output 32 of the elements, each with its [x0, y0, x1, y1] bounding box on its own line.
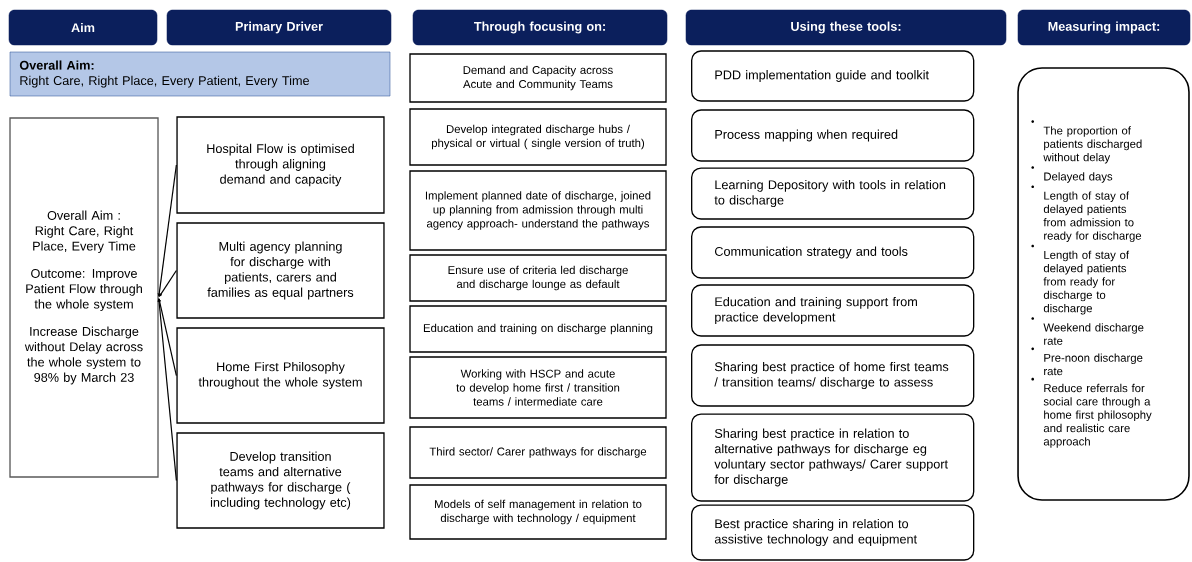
- tool-box: Best practice sharing in relation to assistive technology and equipment: [691, 504, 975, 561]
- arrow: [158, 269, 177, 297]
- tool-box: Process mapping when required: [691, 109, 975, 162]
- header-bar: Measuring impact:: [1017, 9, 1191, 46]
- measures-box: The proportion of patients discharged without delay Delayed days Length of stay of delayed patients from admission to ready for discharge Length of stay of delayed patients from ready for discharge to discharge Weekend discharge rate Pre-noon discharge rate Reduce referrals for social care through a home first philosophy and realistic care approach: [1017, 67, 1190, 501]
- focus-box: Education and training on discharge planning: [409, 305, 667, 353]
- tool-box: Communication strategy and tools: [691, 226, 975, 279]
- driver-box: Develop transition teams and alternative pathways for discharge ( including technology etc): [176, 432, 385, 529]
- arrow: [158, 298, 177, 377]
- aim-banner: Overall Aim: Right Care, Right Place, Every Patient, Every Time: [9, 51, 391, 97]
- header-bar: Aim: [8, 9, 158, 46]
- focus-box: Ensure use of criteria led discharge and discharge lounge as default: [409, 254, 667, 302]
- focus-box: Implement planned date of discharge, joined up planning from admission through multi agency approach- understand the pathways: [409, 170, 667, 251]
- header-bar: Primary Driver: [166, 9, 392, 46]
- tool-box: Learning Depository with tools in relation to discharge: [691, 167, 975, 220]
- header-bar: Using these tools:: [685, 9, 1007, 46]
- focus-box: Models of self management in relation to discharge with technology / equipment: [409, 484, 667, 540]
- header-bar: Through focusing on:: [412, 9, 668, 46]
- driver-box: Multi agency planning for discharge with patients, carers and families as equal partners: [176, 222, 385, 319]
- focus-box: Demand and Capacity across Acute and Community Teams: [409, 53, 667, 103]
- focus-box: Third sector/ Carer pathways for discharge: [409, 426, 667, 479]
- tool-box: Sharing best practice in relation to alternative pathways for discharge eg voluntary sector pathways/ Carer support for discharge: [691, 413, 975, 502]
- arrow: [157, 298, 177, 482]
- tool-box: Education and training support from practice development: [691, 284, 975, 337]
- focus-box: Working with HSCP and acute to develop home first / transition teams / intermediate care: [409, 356, 667, 419]
- focus-box: Develop integrated discharge hubs / physical or virtual ( single version of truth): [409, 108, 667, 166]
- tool-box: PDD implementation guide and toolkit: [691, 50, 975, 102]
- tool-box: Sharing best practice of home first teams / transition teams/ discharge to assess: [691, 344, 975, 407]
- aim-box: Overall Aim : Right Care, Right Place, Every Time Outcome: Improve Patient Flow through the whole system Increase Discharge without Delay across the whole system to 98% by March 23: [9, 117, 159, 478]
- driver-box: Home First Philosophy throughout the whole system: [176, 327, 385, 424]
- arrow: [157, 164, 177, 297]
- driver-box: Hospital Flow is optimised through aligning demand and capacity: [176, 116, 385, 214]
